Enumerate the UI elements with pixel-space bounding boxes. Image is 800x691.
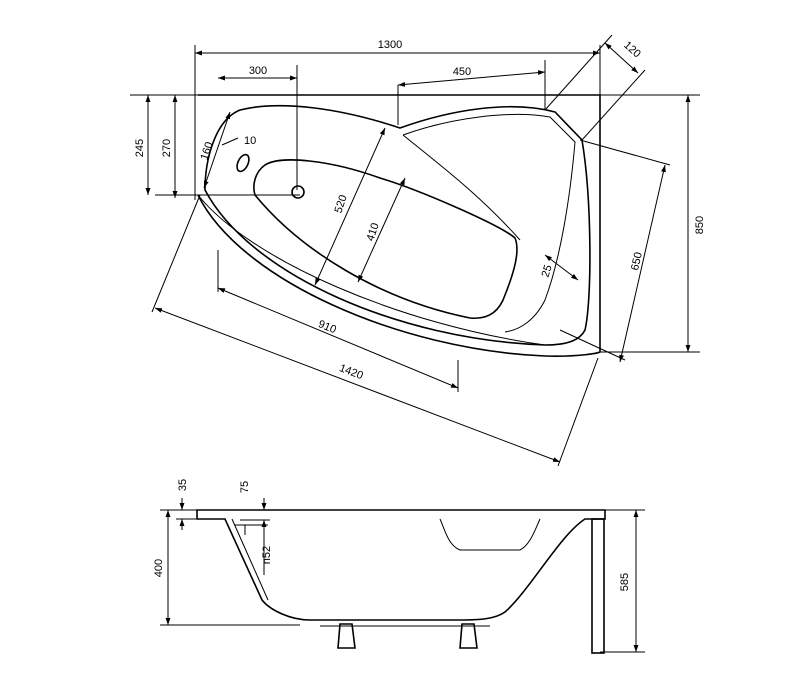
side-view: 35 75 n52 400 585	[153, 479, 645, 654]
dim-n52-label: n52	[261, 546, 273, 564]
dim-75-label: 75	[239, 481, 251, 493]
dim-1300-label: 1300	[378, 39, 402, 51]
dim-120-label: 120	[621, 39, 643, 60]
dim-25-label: 25	[540, 263, 555, 278]
dim-850-label: 850	[694, 216, 706, 234]
dim-410-label: 410	[365, 221, 382, 242]
dim-10-label: 10	[244, 135, 256, 147]
tub-inner-basin	[253, 159, 518, 320]
drain-icon	[291, 185, 305, 199]
dim-270-label: 270	[161, 139, 173, 157]
dim-650-label: 650	[629, 251, 645, 272]
tub-outer-outline	[197, 94, 601, 357]
top-view: 1300 300 450 120 850 245 270 160 10 520 …	[130, 34, 706, 467]
dim-300-label: 300	[249, 65, 267, 77]
dim-35-label: 35	[177, 479, 189, 491]
dim-400-label: 400	[153, 559, 165, 577]
dim-450-label: 450	[453, 66, 471, 78]
foot-right-icon	[459, 623, 478, 649]
apron-panel	[591, 518, 605, 654]
dim-520-label: 520	[333, 193, 350, 214]
dim-160-label: 160	[199, 140, 216, 161]
tub-seat	[439, 518, 541, 551]
foot-left-icon	[337, 623, 356, 649]
dim-585-label: 585	[619, 573, 631, 591]
overflow-icon	[236, 153, 250, 173]
tub-side-body	[196, 509, 606, 621]
dim-245-label: 245	[134, 139, 146, 157]
reference-lines	[130, 45, 700, 353]
tub-rim	[204, 104, 591, 346]
dim-910-label: 910	[316, 318, 338, 336]
